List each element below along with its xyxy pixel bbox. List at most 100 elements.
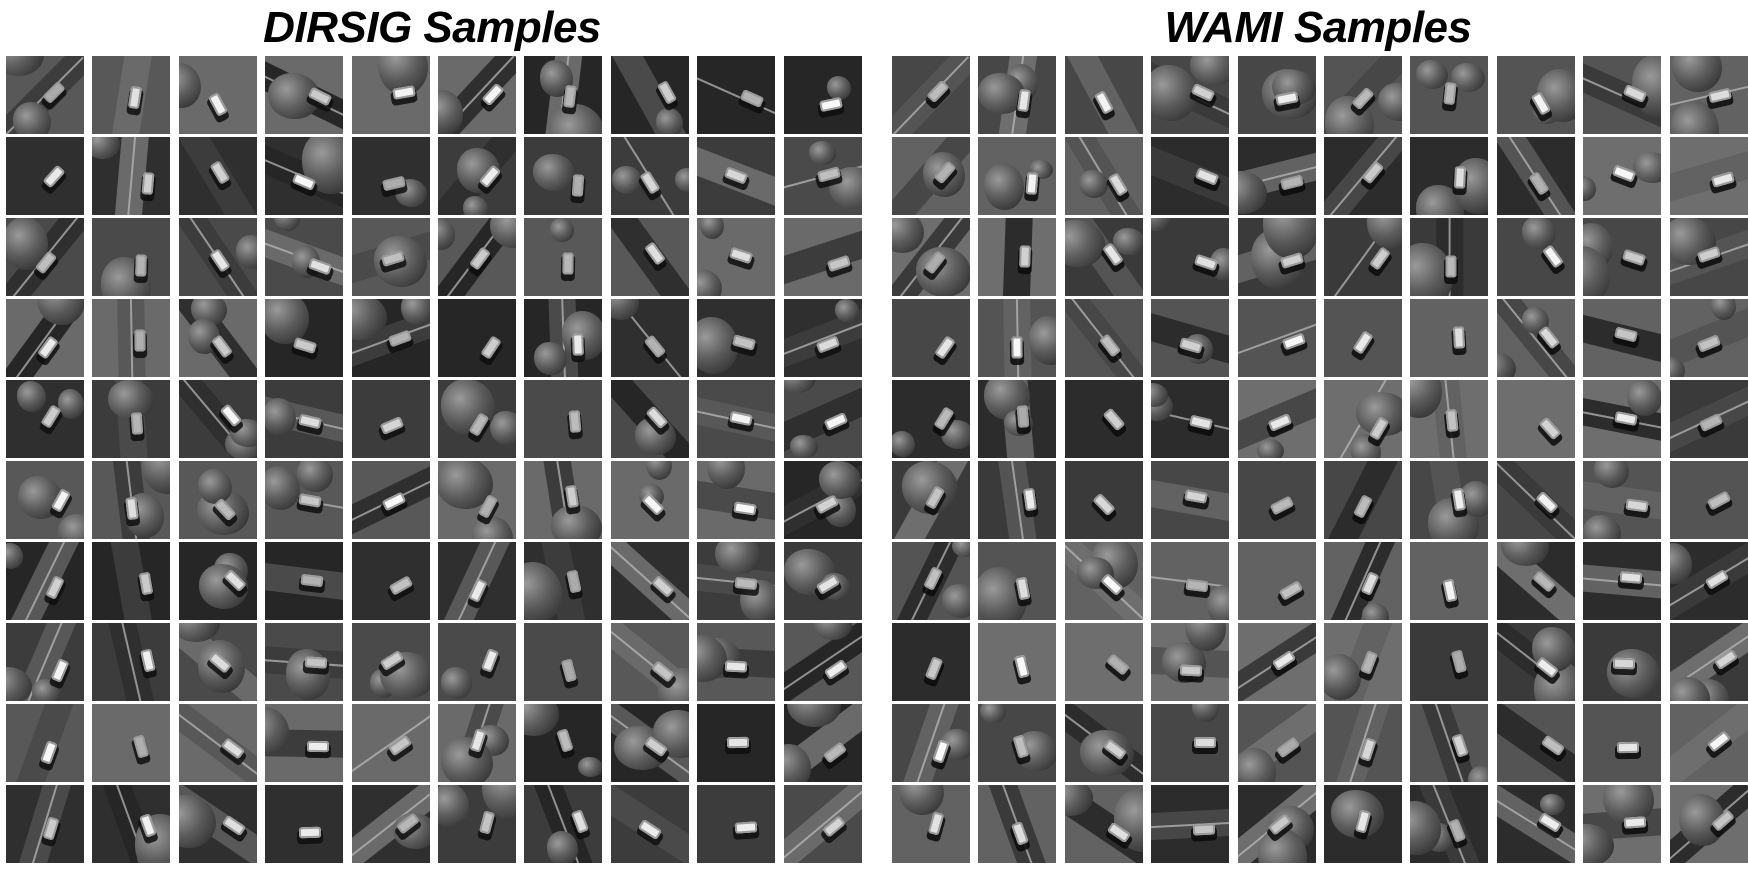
dirsig-sample-tile	[265, 785, 344, 863]
wami-sample-tile	[1323, 623, 1402, 701]
dirsig-sample-tile	[610, 299, 689, 377]
dirsig-sample-tile	[178, 623, 257, 701]
dirsig-sample-tile	[697, 56, 776, 134]
wami-sample-tile	[978, 380, 1057, 458]
dirsig-sample-grid	[6, 56, 862, 866]
dirsig-sample-tile	[524, 461, 603, 539]
dirsig-sample-tile	[6, 218, 84, 296]
dirsig-sample-tile	[697, 785, 776, 863]
dirsig-sample-tile	[178, 218, 257, 296]
dirsig-sample-tile	[437, 218, 516, 296]
wami-sample-tile	[1410, 461, 1489, 539]
wami-sample-tile	[1410, 785, 1489, 863]
wami-sample-tile	[1323, 56, 1402, 134]
wami-sample-tile	[1496, 542, 1575, 620]
wami-sample-tile	[1496, 461, 1575, 539]
wami-sample-tile	[1410, 623, 1489, 701]
dirsig-sample-tile	[524, 218, 603, 296]
dirsig-sample-tile	[610, 704, 689, 782]
dirsig-sample-tile	[437, 623, 516, 701]
wami-sample-tile	[1151, 218, 1230, 296]
wami-sample-tile	[1237, 461, 1316, 539]
dirsig-sample-tile	[524, 137, 603, 215]
wami-sample-tile	[1064, 56, 1143, 134]
dirsig-sample-tile	[783, 623, 862, 701]
wami-sample-tile	[892, 56, 970, 134]
wami-sample-tile	[1669, 218, 1748, 296]
wami-sample-tile	[1151, 704, 1230, 782]
wami-sample-tile	[1237, 299, 1316, 377]
dirsig-sample-tile	[610, 461, 689, 539]
dirsig-sample-tile	[437, 380, 516, 458]
wami-sample-tile	[1064, 380, 1143, 458]
dirsig-sample-tile	[610, 623, 689, 701]
dirsig-sample-tile	[265, 380, 344, 458]
dirsig-sample-tile	[92, 704, 171, 782]
dirsig-sample-tile	[265, 56, 344, 134]
dirsig-sample-tile	[265, 704, 344, 782]
wami-sample-tile	[1496, 623, 1575, 701]
dirsig-sample-tile	[437, 137, 516, 215]
dirsig-panel: DIRSIG Samples	[6, 0, 862, 863]
dirsig-sample-tile	[524, 299, 603, 377]
dirsig-sample-tile	[6, 380, 84, 458]
wami-sample-tile	[1323, 704, 1402, 782]
dirsig-sample-tile	[178, 461, 257, 539]
dirsig-sample-tile	[437, 299, 516, 377]
wami-sample-tile	[1410, 299, 1489, 377]
wami-sample-tile	[1237, 704, 1316, 782]
dirsig-sample-tile	[178, 56, 257, 134]
dirsig-sample-tile	[351, 623, 430, 701]
wami-sample-tile	[1064, 704, 1143, 782]
wami-sample-tile	[1410, 542, 1489, 620]
dirsig-sample-tile	[524, 380, 603, 458]
wami-sample-tile	[1669, 56, 1748, 134]
wami-sample-tile	[1237, 380, 1316, 458]
wami-sample-tile	[1583, 704, 1662, 782]
dirsig-sample-tile	[783, 380, 862, 458]
wami-sample-tile	[1151, 137, 1230, 215]
wami-sample-tile	[1669, 623, 1748, 701]
wami-sample-tile	[1496, 218, 1575, 296]
wami-sample-tile	[1064, 785, 1143, 863]
wami-sample-tile	[892, 218, 970, 296]
dirsig-sample-tile	[783, 785, 862, 863]
dirsig-sample-tile	[92, 380, 171, 458]
dirsig-sample-tile	[351, 56, 430, 134]
dirsig-sample-tile	[437, 785, 516, 863]
wami-sample-tile	[978, 299, 1057, 377]
dirsig-sample-tile	[610, 542, 689, 620]
wami-sample-tile	[1064, 218, 1143, 296]
wami-sample-tile	[978, 56, 1057, 134]
wami-sample-tile	[1151, 542, 1230, 620]
wami-sample-tile	[1583, 785, 1662, 863]
dirsig-sample-tile	[351, 542, 430, 620]
wami-sample-tile	[1583, 137, 1662, 215]
dirsig-sample-tile	[610, 56, 689, 134]
wami-sample-tile	[1410, 218, 1489, 296]
dirsig-sample-tile	[610, 137, 689, 215]
wami-sample-tile	[1496, 56, 1575, 134]
dirsig-sample-tile	[524, 704, 603, 782]
wami-sample-tile	[1410, 137, 1489, 215]
dirsig-sample-tile	[178, 785, 257, 863]
wami-sample-grid	[892, 56, 1748, 866]
wami-sample-tile	[892, 461, 970, 539]
dirsig-sample-tile	[783, 218, 862, 296]
dirsig-sample-tile	[6, 623, 84, 701]
wami-sample-tile	[978, 542, 1057, 620]
wami-sample-tile	[1151, 299, 1230, 377]
dirsig-sample-tile	[6, 56, 84, 134]
wami-sample-tile	[1151, 380, 1230, 458]
dirsig-sample-tile	[783, 704, 862, 782]
dirsig-sample-tile	[351, 299, 430, 377]
dirsig-sample-tile	[265, 299, 344, 377]
dirsig-sample-tile	[265, 623, 344, 701]
wami-title: WAMI Samples	[1164, 3, 1472, 52]
wami-sample-tile	[978, 785, 1057, 863]
dirsig-sample-tile	[783, 461, 862, 539]
dirsig-sample-tile	[92, 785, 171, 863]
dirsig-sample-tile	[610, 785, 689, 863]
dirsig-sample-tile	[437, 461, 516, 539]
wami-sample-tile	[892, 785, 970, 863]
